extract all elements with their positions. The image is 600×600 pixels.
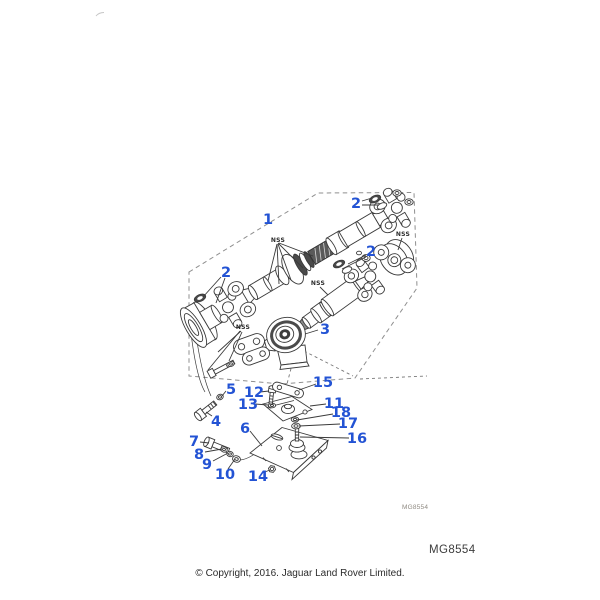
copyright-text: © Copyright, 2016. Jaguar Land Rover Lim… [195,568,405,579]
leader-line [361,197,373,202]
callout-2-1[interactable]: 2 [351,196,361,212]
callout-11-12[interactable]: 11 [324,396,344,412]
leader-line [204,448,223,453]
leader-line [276,243,280,285]
leader-line [277,243,292,281]
leader-line [304,329,319,335]
leader-line [347,254,367,265]
corner-tick-mark [95,12,105,17]
callout-7-8[interactable]: 7 [189,434,199,450]
leader-line [341,256,367,270]
leader-line [205,411,213,417]
seals-and-caps-drawing [193,189,414,303]
callout-3-4[interactable]: 3 [320,322,330,338]
nss-note-0: NSS [271,237,285,244]
mounting-bracket-drawing [262,381,313,422]
leader-line [202,276,222,298]
callout-8-9[interactable]: 8 [194,447,204,463]
leader-line [212,452,229,462]
shackle-links-drawing [206,333,270,379]
callout-1-0[interactable]: 1 [263,212,273,228]
callout-2-3[interactable]: 2 [221,265,231,281]
leader-line [228,331,243,362]
callout-5-6[interactable]: 5 [226,382,236,398]
fasteners-drawing [193,393,277,473]
nss-note-2: NSS [396,231,410,238]
leader-line [221,390,227,397]
leader-line [199,441,210,444]
leader-line [298,423,341,427]
leader-line [299,436,350,439]
center-bearing-drawing [263,316,310,371]
callout-10-11[interactable]: 10 [215,467,235,483]
rear-propshaft-drawing [297,239,416,331]
callout-4-5[interactable]: 4 [211,414,221,430]
leader-line [309,403,327,407]
leader-line [207,330,241,371]
leader-line [296,413,334,421]
leader-line [249,430,263,447]
callout-leader-lines [199,197,403,474]
leader-line [397,237,403,251]
callout-2-2[interactable]: 2 [366,244,376,260]
leader-line [259,390,270,393]
figure-stamp-small: MG8554 [402,504,429,511]
leader-line [254,403,269,406]
callout-16-17[interactable]: 16 [347,431,367,447]
leader-line [298,383,317,391]
nss-notes: NSS NSS NSS NSS [236,231,410,331]
leader-line [277,242,304,269]
callout-9-10[interactable]: 9 [202,457,212,473]
leader-line [278,242,314,257]
callout-12-13[interactable]: 12 [244,385,264,401]
leader-line [227,458,236,470]
callout-18-19[interactable]: 18 [331,405,351,421]
callout-6-7[interactable]: 6 [240,421,250,437]
callout-17-18[interactable]: 17 [338,416,358,432]
leader-line [319,286,329,296]
front-propshaft-drawing [179,187,411,348]
nss-note-3: NSS [236,324,250,331]
leader-line [261,469,271,474]
figure-code: MG8554 [429,544,476,556]
mount-bolt-stack-drawing [288,416,306,453]
callout-14-15[interactable]: 14 [248,469,268,485]
nss-note-1: NSS [311,280,325,287]
leader-line [267,243,278,282]
callout-15-16[interactable]: 15 [313,375,333,391]
leader-line [215,277,226,304]
callout-13-14[interactable]: 13 [238,397,258,413]
